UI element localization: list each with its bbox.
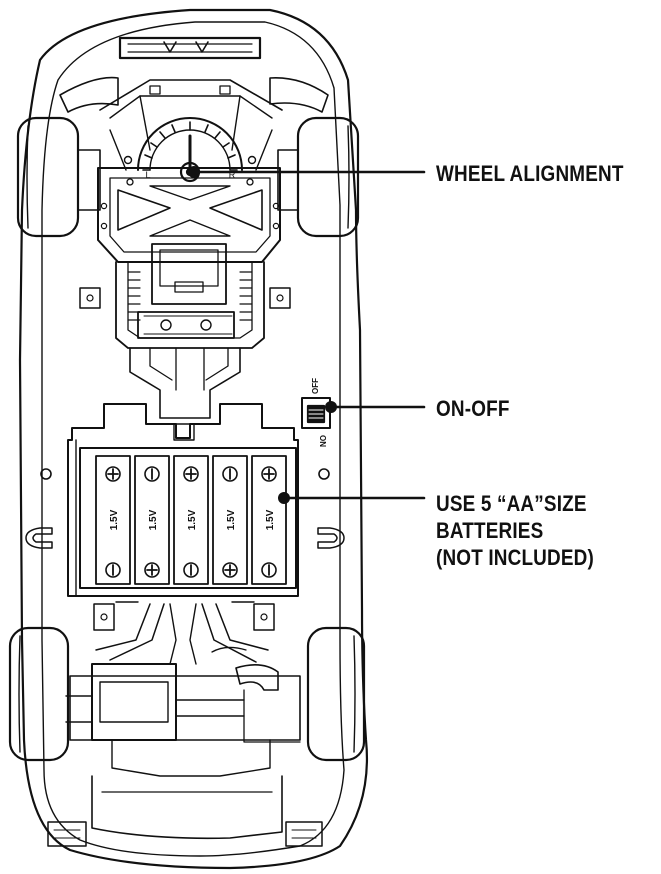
battery-slot: 1.5V: [95, 455, 131, 585]
wheel-alignment-label: WHEEL ALIGNMENT: [436, 161, 624, 186]
battery-voltage-label: 1.5V: [109, 509, 120, 530]
positive-terminal-icon: [105, 466, 121, 482]
switch-off-label: OFF: [311, 378, 320, 394]
battery-compartment: [67, 403, 299, 603]
negative-terminal-icon: [261, 562, 277, 578]
dial-right-label: R: [229, 170, 236, 180]
front-subframe: [97, 167, 281, 263]
front-grille: [118, 36, 262, 60]
negative-terminal-icon: [183, 562, 199, 578]
rear-bumper: [47, 775, 323, 847]
front-left-wheel: [16, 116, 101, 238]
rear-chassis: [65, 603, 301, 777]
battery-voltage-label: 1.5V: [148, 509, 159, 530]
switch-on-label: ON: [318, 435, 327, 447]
batteries-label-line1: USE 5 “AA”SIZE: [436, 491, 587, 516]
battery-voltage-label: 1.5V: [265, 509, 276, 530]
battery-voltage-label: 1.5V: [187, 509, 198, 530]
wheel-alignment-callout: WHEEL ALIGNMENT: [436, 160, 624, 187]
mid-chassis: [79, 243, 291, 419]
batteries-label-line3: (NOT INCLUDED): [436, 545, 594, 570]
batteries-label-line2: BATTERIES: [436, 518, 544, 543]
battery-slot: 1.5V: [134, 455, 170, 585]
positive-terminal-icon: [261, 466, 277, 482]
batteries-callout: USE 5 “AA”SIZE BATTERIES (NOT INCLUDED): [436, 490, 594, 571]
on-off-switch[interactable]: [301, 397, 331, 429]
car-body-inner-outline: [41, 21, 345, 857]
front-right-wheel: [277, 116, 360, 238]
battery-voltage-label: 1.5V: [226, 509, 237, 530]
battery-slot: 1.5V: [251, 455, 287, 585]
battery-slot: 1.5V: [212, 455, 248, 585]
rear-right-wheel: [306, 626, 366, 762]
positive-terminal-icon: [183, 466, 199, 482]
on-off-label: ON-OFF: [436, 396, 510, 421]
battery-cells: 1.5V 1.5V 1.5V 1.5V 1.5V: [95, 455, 287, 585]
callout-leaders: [188, 166, 426, 504]
rear-left-wheel: [8, 626, 70, 762]
on-off-callout: ON-OFF: [436, 395, 510, 422]
dial-left-label: L: [145, 170, 150, 180]
positive-terminal-icon: [222, 562, 238, 578]
negative-terminal-icon: [105, 562, 121, 578]
battery-slot: 1.5V: [173, 455, 209, 585]
negative-terminal-icon: [222, 466, 238, 482]
positive-terminal-icon: [144, 562, 160, 578]
negative-terminal-icon: [144, 466, 160, 482]
